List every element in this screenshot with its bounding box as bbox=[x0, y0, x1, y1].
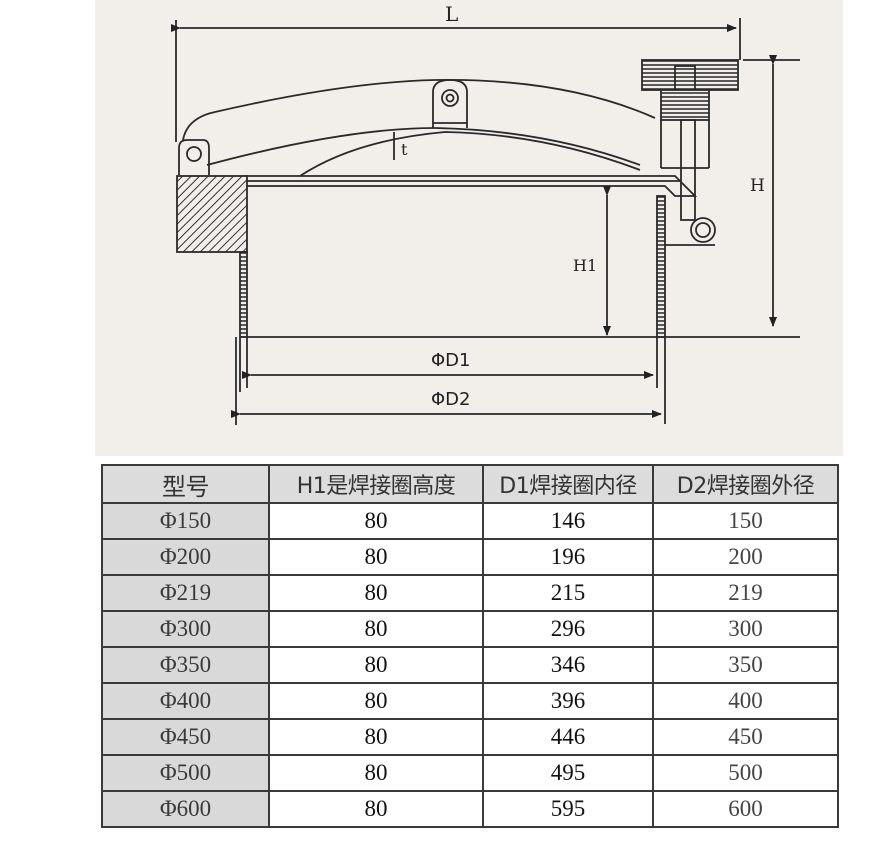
table-row: Φ350 80 346 350 bbox=[101, 646, 839, 684]
cell-h1: 80 bbox=[268, 610, 484, 648]
cell-d2: 500 bbox=[652, 754, 839, 792]
cell-model: Φ300 bbox=[101, 610, 270, 648]
cell-d1: 595 bbox=[482, 790, 654, 828]
dimension-label-H: H bbox=[750, 176, 765, 196]
cell-model: Φ600 bbox=[101, 790, 270, 828]
header-d1: D1焊接圈内径 bbox=[482, 464, 654, 504]
table-row: Φ200 80 196 200 bbox=[101, 538, 839, 576]
cell-h1: 80 bbox=[268, 574, 484, 612]
specification-table: 型号 H1是焊接圈高度 D1焊接圈内径 D2焊接圈外径 Φ150 80 146 … bbox=[101, 464, 839, 828]
cell-h1: 80 bbox=[268, 754, 484, 792]
cell-d2: 300 bbox=[652, 610, 839, 648]
cell-d1: 196 bbox=[482, 538, 654, 576]
cell-d1: 346 bbox=[482, 646, 654, 684]
cell-d2: 450 bbox=[652, 718, 839, 756]
table-row: Φ150 80 146 150 bbox=[101, 502, 839, 540]
dimension-label-D1: ΦD1 bbox=[431, 350, 471, 371]
cell-d1: 495 bbox=[482, 754, 654, 792]
cell-d1: 446 bbox=[482, 718, 654, 756]
cell-h1: 80 bbox=[268, 790, 484, 828]
cell-d2: 200 bbox=[652, 538, 839, 576]
table-row: Φ400 80 396 400 bbox=[101, 682, 839, 720]
cell-model: Φ150 bbox=[101, 502, 270, 540]
cell-h1: 80 bbox=[268, 502, 484, 540]
cell-d2: 600 bbox=[652, 790, 839, 828]
cell-h1: 80 bbox=[268, 718, 484, 756]
manhole-cross-section-drawing bbox=[171, 18, 800, 425]
technical-drawing: L t H H1 ΦD1 ΦD2 bbox=[95, 0, 843, 456]
dimension-label-H1: H1 bbox=[573, 256, 598, 275]
cell-h1: 80 bbox=[268, 682, 484, 720]
header-model: 型号 bbox=[101, 464, 270, 504]
cell-d2: 400 bbox=[652, 682, 839, 720]
cell-d1: 146 bbox=[482, 502, 654, 540]
table-row: Φ600 80 595 600 bbox=[101, 790, 839, 828]
cell-h1: 80 bbox=[268, 538, 484, 576]
cell-model: Φ400 bbox=[101, 682, 270, 720]
cell-model: Φ200 bbox=[101, 538, 270, 576]
cell-d1: 215 bbox=[482, 574, 654, 612]
table-header-row: 型号 H1是焊接圈高度 D1焊接圈内径 D2焊接圈外径 bbox=[101, 464, 839, 504]
cell-model: Φ500 bbox=[101, 754, 270, 792]
dimension-label-D2: ΦD2 bbox=[431, 389, 471, 410]
cell-model: Φ350 bbox=[101, 646, 270, 684]
cell-model: Φ450 bbox=[101, 718, 270, 756]
table-row: Φ300 80 296 300 bbox=[101, 610, 839, 648]
cell-d1: 296 bbox=[482, 610, 654, 648]
table-row: Φ450 80 446 450 bbox=[101, 718, 839, 756]
header-h1: H1是焊接圈高度 bbox=[268, 464, 484, 504]
dimension-label-t: t bbox=[401, 140, 408, 159]
cell-h1: 80 bbox=[268, 646, 484, 684]
dimension-label-L: L bbox=[445, 2, 459, 26]
cell-d2: 219 bbox=[652, 574, 839, 612]
cell-d2: 150 bbox=[652, 502, 839, 540]
cell-d1: 396 bbox=[482, 682, 654, 720]
cell-model: Φ219 bbox=[101, 574, 270, 612]
table-row: Φ500 80 495 500 bbox=[101, 754, 839, 792]
header-d2: D2焊接圈外径 bbox=[652, 464, 839, 504]
table-row: Φ219 80 215 219 bbox=[101, 574, 839, 612]
cell-d2: 350 bbox=[652, 646, 839, 684]
